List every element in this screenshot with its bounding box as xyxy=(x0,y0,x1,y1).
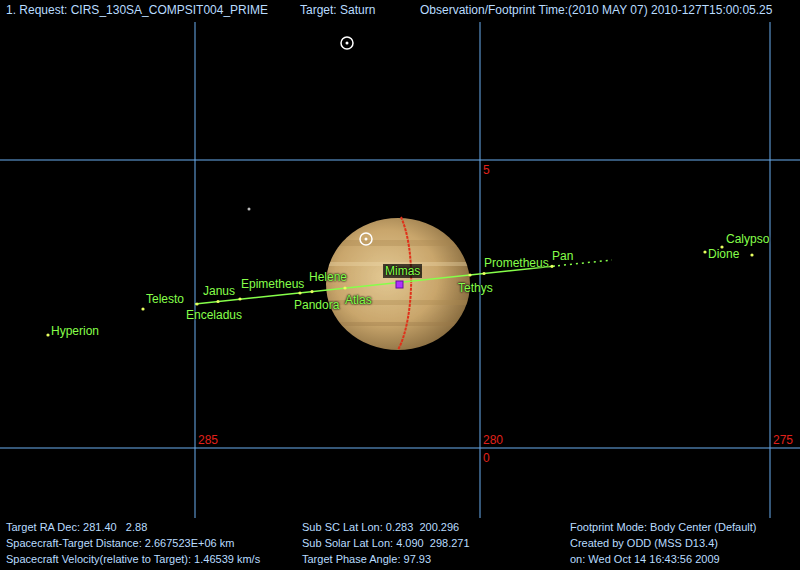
moon-label: Epimetheus xyxy=(241,277,304,291)
sun-symbol xyxy=(341,37,372,245)
moon-label: Calypso xyxy=(726,232,769,246)
moon-dot xyxy=(550,265,553,268)
target-marker xyxy=(396,281,403,288)
moon-label: Tethys xyxy=(458,281,493,295)
grid-label: 280 xyxy=(483,433,503,447)
grid-label: 0 xyxy=(483,451,490,465)
sun-circle xyxy=(341,37,353,49)
sun-dot xyxy=(365,238,368,241)
moon-label: Telesto xyxy=(146,292,184,306)
moon-label: Mimas xyxy=(383,264,422,278)
moon-dot xyxy=(238,297,241,300)
grid-line xyxy=(0,448,800,449)
moon-dot xyxy=(298,291,301,294)
moon-dot xyxy=(310,290,313,293)
moon-dot xyxy=(46,333,49,336)
moon-dot xyxy=(703,250,706,253)
sun-circle xyxy=(360,233,372,245)
moon-dot xyxy=(216,300,219,303)
info-text: Spacecraft Velocity(relative to Target):… xyxy=(6,553,260,566)
moon-label: Hyperion xyxy=(51,324,99,338)
moon-label: Helene xyxy=(309,270,347,284)
info-text: Target Phase Angle: 97.93 xyxy=(302,553,431,566)
header-text: Observation/Footprint Time:(2010 MAY 07)… xyxy=(420,3,772,17)
moon-dots xyxy=(46,245,753,336)
info-text: Sub SC Lat Lon: 0.283 200.296 xyxy=(302,521,459,534)
moon-label: Janus xyxy=(203,284,235,298)
grid-label: 285 xyxy=(198,433,218,447)
sun-dot xyxy=(346,42,349,45)
moon-dot xyxy=(141,307,144,310)
moon-label: Prometheus xyxy=(484,256,549,270)
info-text: Created by ODD (MSS D13.4) xyxy=(570,537,718,550)
moon-dot xyxy=(750,253,753,256)
saturn-disk xyxy=(326,218,470,350)
moon-label: Dione xyxy=(708,247,739,261)
header-text: Target: Saturn xyxy=(300,3,375,17)
moon-label: Pan xyxy=(552,249,573,263)
band xyxy=(320,322,480,326)
moon-dot xyxy=(343,286,346,289)
moon-label: Enceladus xyxy=(186,308,242,322)
grid-line xyxy=(770,22,771,518)
grid-line xyxy=(480,22,481,518)
moon-label: Pandora xyxy=(294,298,339,312)
info-text: Sub Solar Lat Lon: 4.090 298.271 xyxy=(302,537,470,550)
grid-lines xyxy=(0,22,800,518)
moon-dot xyxy=(195,302,198,305)
moon-dot xyxy=(482,272,485,275)
grid-label: 275 xyxy=(773,433,793,447)
ring-plane-line xyxy=(195,266,555,304)
info-text: Target RA Dec: 281.40 2.88 xyxy=(6,521,147,534)
grid-label: 5 xyxy=(483,163,490,177)
moon-label: Atlas xyxy=(345,293,372,307)
header-text: 1. Request: CIRS_130SA_COMPSIT004_PRIME xyxy=(6,3,268,17)
grid-line xyxy=(0,160,800,161)
info-text: Spacecraft-Target Distance: 2.667523E+06… xyxy=(6,537,234,550)
info-text: on: Wed Oct 14 16:43:56 2009 xyxy=(570,553,720,566)
grid-line xyxy=(195,22,196,518)
band xyxy=(320,240,480,246)
star-dot xyxy=(248,208,251,211)
band xyxy=(320,300,480,305)
info-text: Footprint Mode: Body Center (Default) xyxy=(570,521,756,534)
moon-dot xyxy=(468,273,471,276)
